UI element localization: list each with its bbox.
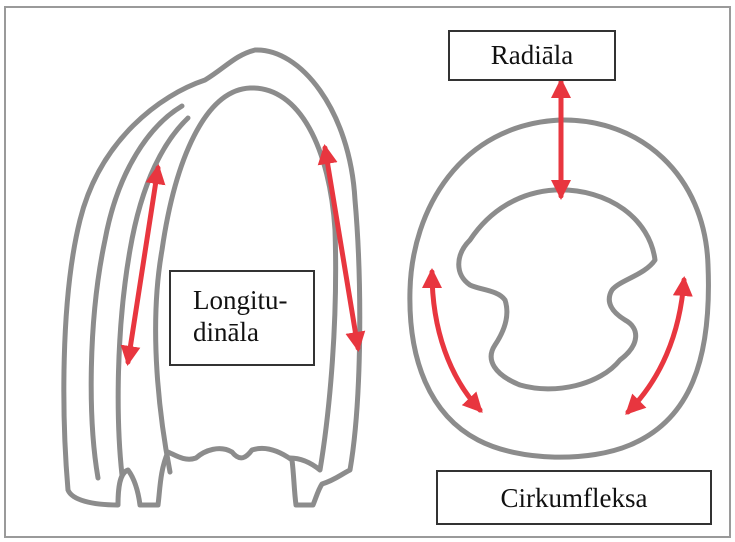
radial-label: Radiāla <box>491 40 573 70</box>
ring-inner-cavity <box>459 190 655 389</box>
circumflex-label-box: Cirkumfleksa <box>436 470 712 525</box>
longitudinal-label-box: Longitu- dināla <box>169 270 315 366</box>
circumflex-arrow-right <box>628 280 684 412</box>
radial-label-box: Radiāla <box>448 30 616 81</box>
circumflex-label: Cirkumfleksa <box>501 483 648 513</box>
longitudinal-label-line1: Longitu- <box>193 284 313 316</box>
longitudinal-label-line2: dināla <box>193 316 313 348</box>
circumflex-arrow-left <box>432 272 480 410</box>
